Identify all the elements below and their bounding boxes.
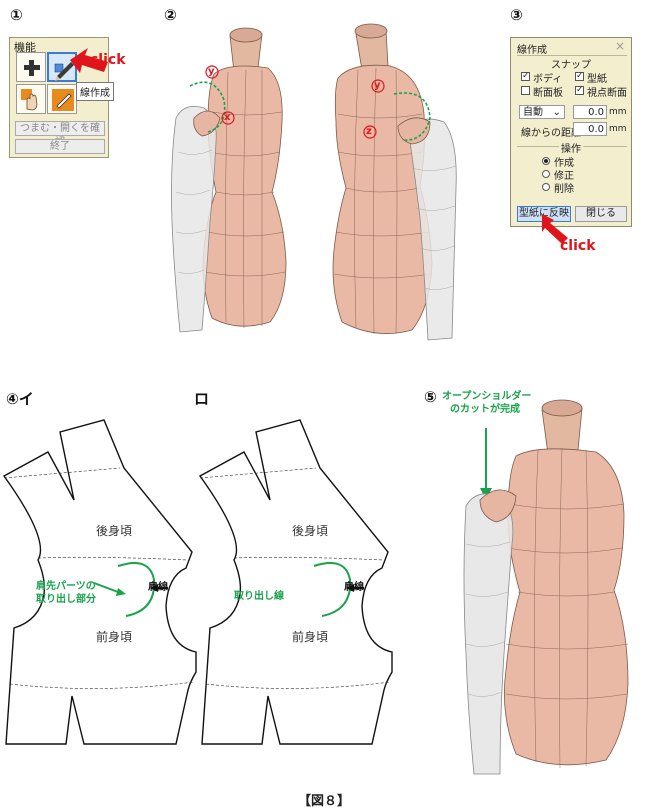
axis-y-label-right: y [374,80,381,91]
brush-icon [52,89,74,111]
check-pinch-open-button[interactable]: つまむ・開くを確認 [15,121,105,148]
offset-field[interactable]: 0.0 [573,105,607,119]
add-tool-button[interactable] [16,52,46,82]
step-1-label: ① [10,6,23,24]
axis-x-label: x [224,112,231,123]
view-section-checkbox[interactable]: ✓ [575,85,584,95]
red-arrow-icon [542,214,568,244]
snap-group-title: スナップ [551,60,591,71]
hand-tool-button[interactable] [16,84,46,114]
step-4-label: ④イ [6,388,34,409]
view-section-label: 視点断面 [587,88,627,99]
click-label-1: click [90,52,126,68]
shoulder-line-label-a: 肩線 [148,582,168,593]
extraction-line-label: 取り出し線 [234,591,284,602]
result-label-line1: オープンショルダー [442,391,532,402]
line-create-tooltip: 線作成 [76,82,114,101]
shoulder-part-label: 肩先パーツの 取り出し部分 [36,580,96,606]
pattern-b [198,419,393,745]
close-icon[interactable]: × [614,39,625,53]
create-label: 作成 [554,158,574,169]
shoulder-part-label-line1: 肩先パーツの [36,581,96,592]
back-bodice-label-b: 後身頃 [292,524,329,538]
figure-caption: 【図８】 [298,794,351,809]
front-bodice-label-b: 前身頃 [292,630,329,644]
unit-label-2: mm [609,124,627,134]
mannequin-back-view [332,23,457,341]
section-checkbox[interactable] [521,86,530,95]
modify-label: 修正 [554,171,574,182]
modify-radio[interactable] [542,170,550,178]
distance-field[interactable]: 0.0 [573,122,607,136]
shoulder-line-label-b: 肩線 [344,582,364,593]
axis-y-label-left: y [208,66,215,77]
function-panel: 機能 つまむ・開くを確認 終了 [9,37,109,158]
end-button[interactable]: 終了 [15,139,105,154]
step-2-label: ② [164,6,177,24]
unit-label-1: mm [609,107,627,117]
mode-value: 自動 [523,107,543,118]
front-bodice-label-a: 前身頃 [96,630,133,644]
plus-icon [24,60,40,76]
step-4-number: ④ [6,390,19,408]
section-label: 断面板 [533,88,563,99]
result-label: オープンショルダー のカットが完成 [442,390,531,416]
distance-label: 線からの距離 [521,128,581,139]
brush-tool-button[interactable] [47,84,77,114]
pencil-icon [54,62,74,81]
close-button[interactable]: 閉じる [575,206,627,222]
step-3-label: ③ [510,6,523,24]
delete-radio[interactable] [542,183,550,191]
mannequin-front-view [171,27,287,333]
delete-label: 削除 [554,184,574,195]
body-checkbox[interactable]: ✓ [521,71,530,81]
click-label-2: click [560,238,596,254]
result-label-line2: のカットが完成 [450,404,520,415]
function-panel-title: 機能 [14,41,36,54]
mannequin-result-view [463,399,629,775]
hand-icon [21,89,38,111]
axis-z-label: z [366,126,372,137]
create-radio[interactable] [542,157,550,165]
pattern-label: 型紙 [587,74,607,85]
step-4b-label: ロ [194,390,210,408]
operation-group-title: 操作 [559,140,583,155]
back-bodice-label-a: 後身頃 [96,524,133,538]
red-arrow-icon [70,48,108,73]
step-4-sub: イ [18,390,34,408]
shoulder-part-label-line2: 取り出し部分 [36,594,96,605]
dialog-title: 線作成 [517,45,547,56]
step-5-label: ⑤ [424,388,437,406]
chevron-down-icon: ⌄ [552,107,561,118]
mode-select[interactable]: 自動 ⌄ [519,105,565,119]
line-create-dialog: 線作成 × スナップ ✓ ボディ ✓ 型紙 断面板 ✓ 視点断面 自動 ⌄ 0.0… [510,37,632,227]
pattern-checkbox[interactable]: ✓ [575,71,584,81]
divider [517,55,627,56]
body-label: ボディ [533,74,563,85]
line-create-tool-button[interactable] [47,52,77,82]
pattern-a [2,419,197,745]
